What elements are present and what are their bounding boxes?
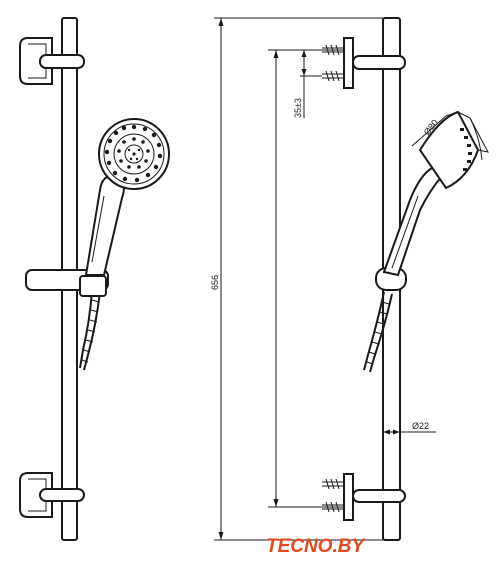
rail-diameter-label: Ø22 (412, 421, 429, 431)
side-view: Ø80 Ø22 656 (210, 17, 489, 541)
rail-diameter-dimension: Ø22 (383, 421, 436, 435)
side-top-bracket (322, 37, 406, 89)
side-hand-shower (382, 110, 489, 277)
side-bottom-bracket (322, 473, 406, 521)
side-nozzles (460, 128, 472, 171)
bracket-spacing-label: 35±3 (293, 98, 303, 118)
logo-text: TECNO.BY (266, 536, 367, 557)
total-height-label: 656 (210, 275, 220, 290)
front-view (19, 17, 170, 541)
top-wall-bracket (19, 37, 85, 85)
side-hose (363, 291, 393, 373)
hand-shower (84, 118, 170, 276)
brand-logo: TECNO.BY (266, 536, 367, 557)
spray-nozzles (104, 124, 163, 183)
bottom-wall-bracket (19, 472, 85, 518)
shower-hose (79, 289, 101, 371)
bracket-center-dimension (268, 49, 344, 508)
bracket-spacing-dimension: 35±3 (293, 49, 322, 118)
total-height-dimension: 656 (210, 17, 383, 541)
